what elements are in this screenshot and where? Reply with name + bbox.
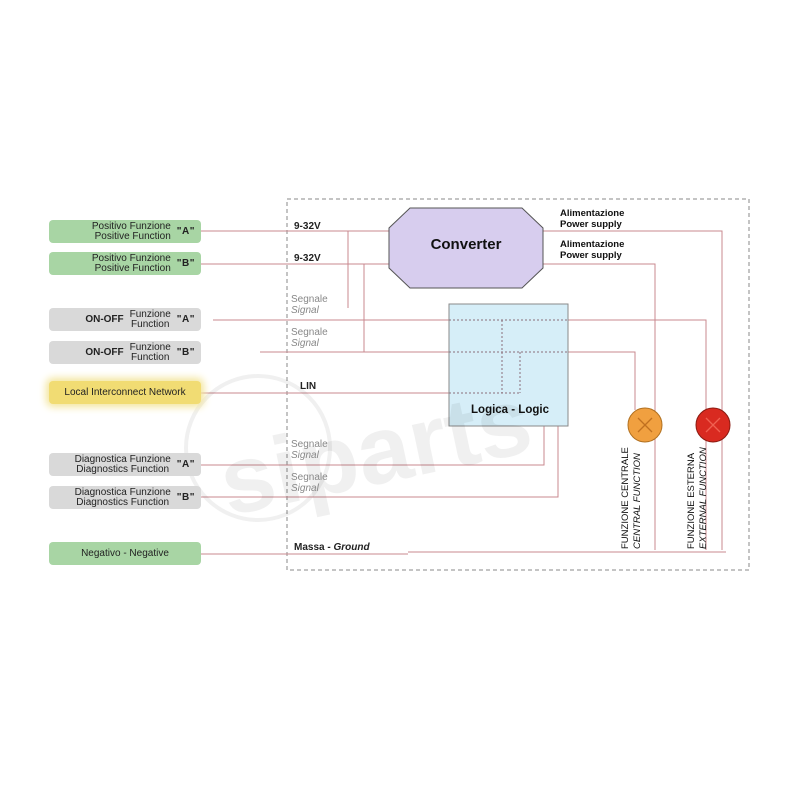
label-voltage-a: 9-32V xyxy=(294,221,321,232)
tag-lin: Local Interconnect Network xyxy=(49,381,201,404)
wire-onoff-b xyxy=(260,351,636,410)
module-enclosure xyxy=(286,198,750,571)
tag-negative: Negativo - Negative xyxy=(49,542,201,565)
wire-out-1 xyxy=(543,230,723,550)
wire-out-2 xyxy=(543,263,656,550)
label-ground: Massa - Ground xyxy=(294,542,370,553)
wire-onoff-a xyxy=(213,319,707,550)
label-lin: LIN xyxy=(300,381,317,392)
logic-block xyxy=(448,303,569,427)
logic-label: Logica - Logic xyxy=(471,404,549,416)
label-voltage-b: 9-32V xyxy=(294,253,321,264)
lamp-external xyxy=(695,407,731,443)
converter-label: Converter xyxy=(430,236,502,253)
converter-block xyxy=(388,207,544,289)
lamp-central xyxy=(627,407,663,443)
